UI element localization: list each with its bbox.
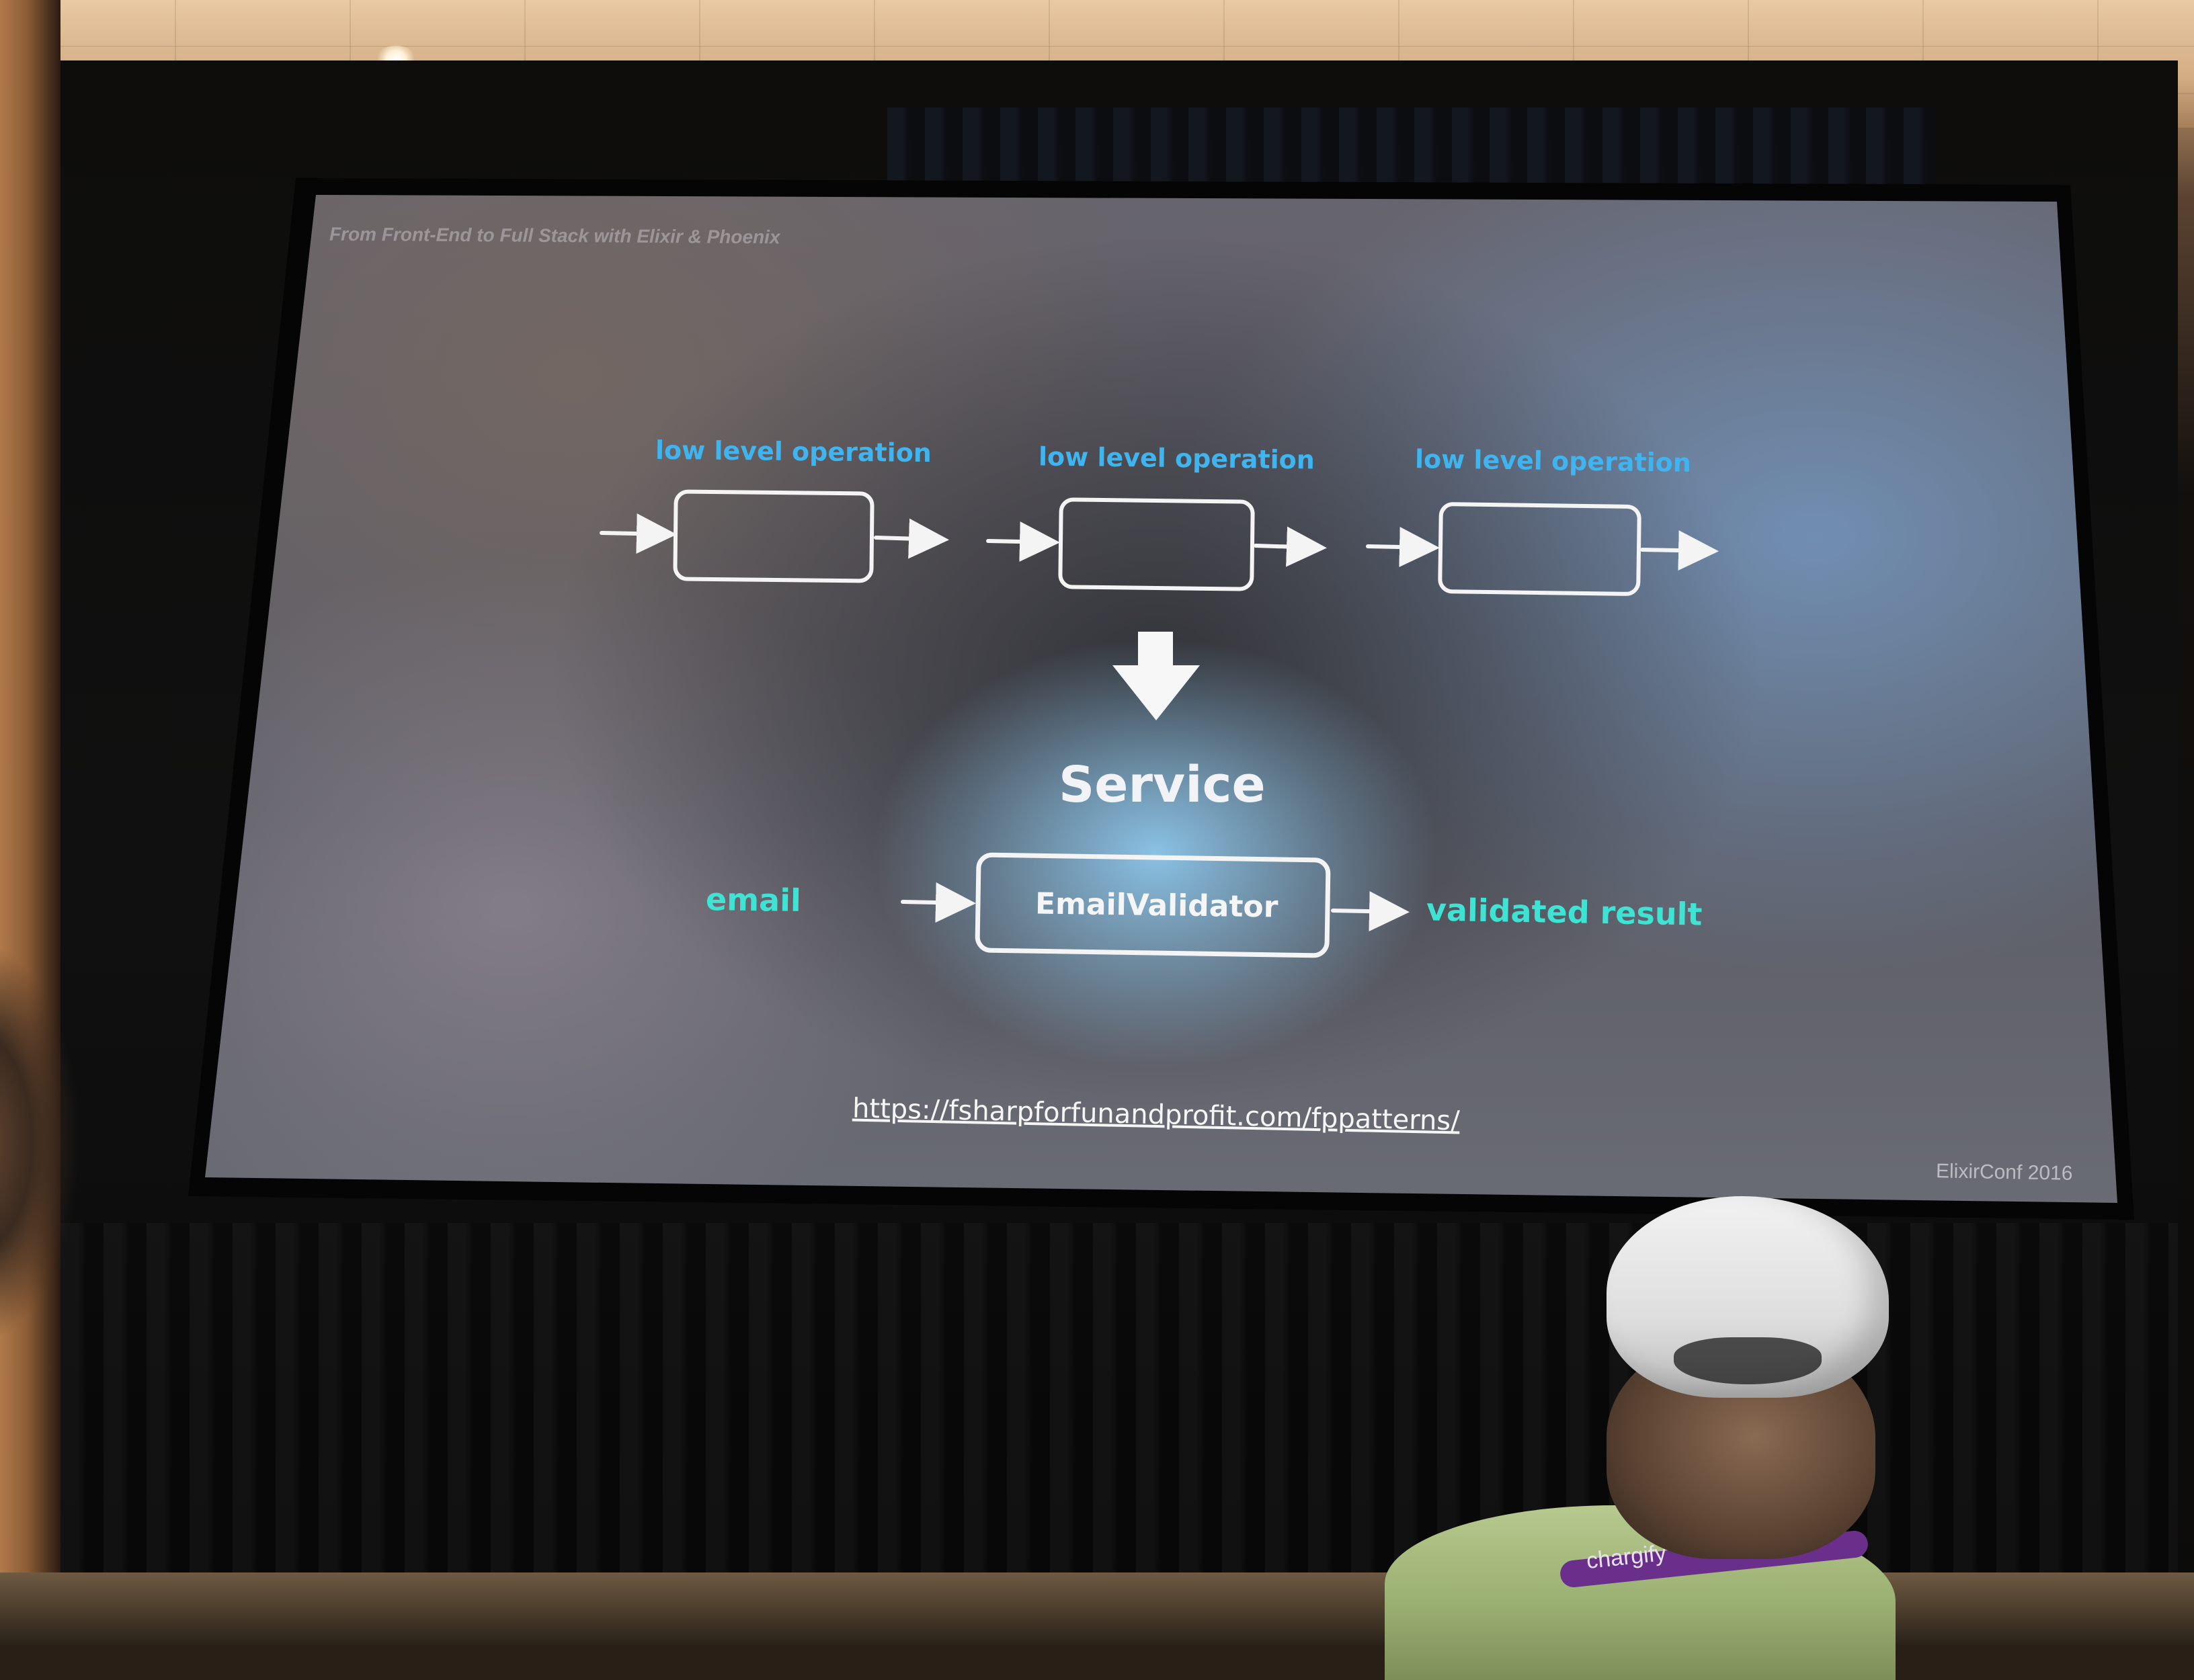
op-1-out-arrow [874, 518, 949, 559]
op-3-box [1438, 502, 1641, 596]
op-1-in-arrow [600, 513, 677, 554]
cap-strap [1674, 1337, 1822, 1384]
op-2-box [1058, 497, 1255, 591]
down-arrow-icon [1112, 632, 1200, 720]
service-input-label: email [705, 881, 802, 919]
operation-label: low level operation [1414, 444, 1692, 478]
op-3-in-arrow [1366, 526, 1440, 567]
audience-member-right: chargify [1385, 1196, 1896, 1680]
service-box [975, 852, 1331, 958]
operation-label: low level operation [655, 435, 932, 468]
slide-header: From Front-End to Full Stack with Elixir… [329, 223, 780, 248]
slide-title: Service [1059, 756, 1266, 814]
service-output-label: validated result [1426, 891, 1703, 933]
service-in-arrow [901, 882, 976, 923]
service-out-arrow [1331, 891, 1410, 932]
operation-label: low level operation [1038, 442, 1315, 475]
slide-diagram [600, 489, 1719, 958]
op-3-out-arrow [1640, 530, 1719, 571]
op-1-box [673, 489, 875, 583]
op-2-out-arrow [1254, 526, 1327, 567]
slide-footer: ElixirConf 2016 [1935, 1160, 2073, 1185]
service-box-label: EmailValidator [1034, 886, 1278, 925]
op-2-in-arrow [986, 521, 1060, 562]
projection-screen: From Front-End to Full Stack with Elixir… [188, 178, 2134, 1220]
